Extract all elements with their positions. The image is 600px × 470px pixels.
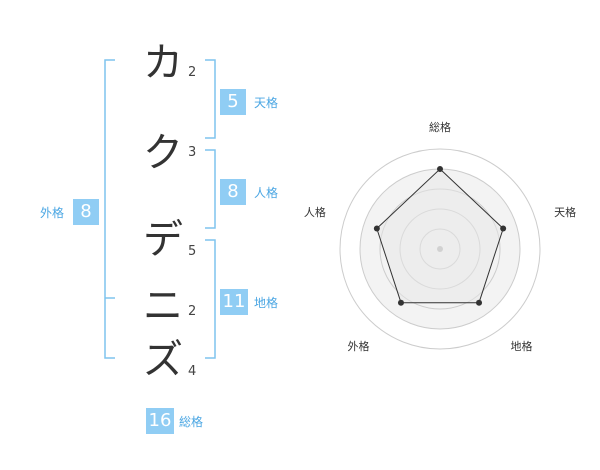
gaikaku-label: 外格 — [40, 206, 65, 220]
radar-axis-label: 総格 — [429, 120, 451, 134]
radar-data-polygon — [376, 168, 504, 304]
radar-axis-label: 外格 — [348, 339, 370, 353]
radar-point-5 — [373, 225, 380, 232]
radar-point-3 — [476, 299, 483, 306]
name-char-4: ニ — [143, 283, 183, 329]
radar-point-4 — [397, 299, 404, 306]
stroke-count-4: 2 — [188, 304, 197, 319]
stroke-count-2: 3 — [188, 145, 197, 160]
stroke-count-5: 4 — [188, 364, 197, 379]
soukaku-value: 16 — [146, 408, 174, 434]
jinkaku-bracket — [205, 149, 216, 229]
radar-axis-label: 天格 — [554, 205, 576, 219]
name-char-2: ク — [143, 130, 183, 176]
chikaku-label: 地格 — [254, 296, 279, 310]
jinkaku-value: 8 — [220, 179, 246, 205]
gaikaku-value: 8 — [73, 199, 99, 225]
tenkaku-label: 天格 — [254, 96, 279, 110]
tenkaku-bracket — [205, 59, 216, 139]
chikaku-bracket — [205, 239, 216, 359]
stroke-count-1: 2 — [188, 65, 197, 80]
stroke-count-3: 5 — [188, 244, 197, 259]
tenkaku-value: 5 — [220, 89, 246, 115]
radar-axis-label: 人格 — [304, 205, 326, 219]
name-char-1: カ — [143, 40, 183, 86]
jinkaku-label: 人格 — [254, 186, 279, 200]
chikaku-value: 11 — [220, 289, 248, 315]
radar-point-2 — [500, 225, 507, 232]
radar-ring-1 — [339, 148, 541, 350]
radar-axis-label: 地格 — [511, 339, 533, 353]
name-char-3: デ — [143, 217, 183, 263]
name-char-5: ズ — [143, 337, 183, 383]
soukaku-label: 総格 — [179, 415, 204, 429]
radar-point-1 — [437, 166, 443, 172]
gaikaku-bracket — [104, 59, 115, 359]
